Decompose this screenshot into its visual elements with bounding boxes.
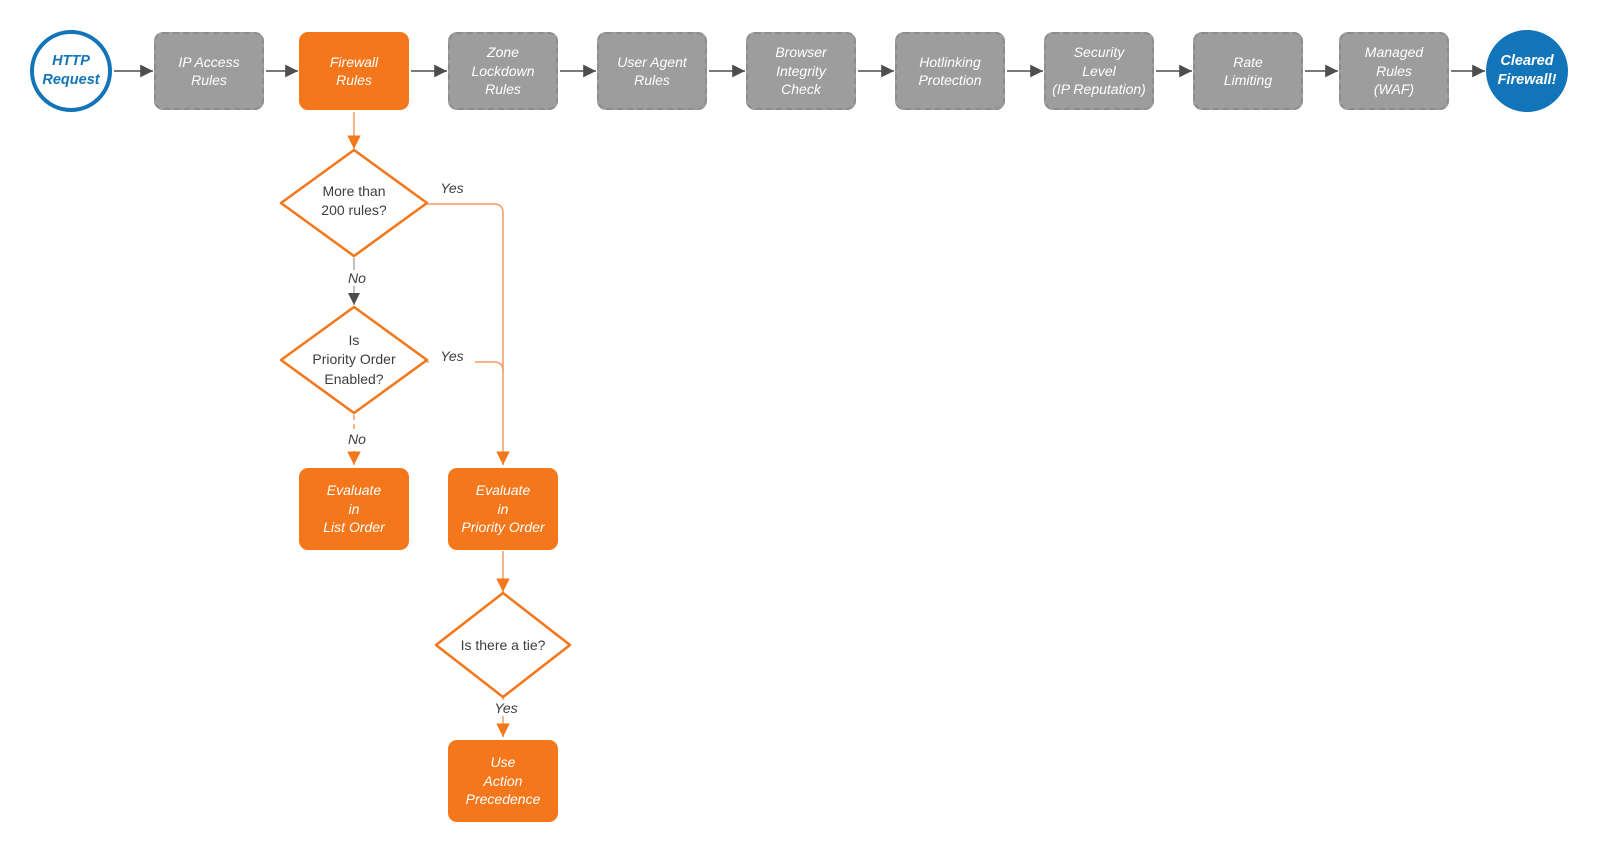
subflow-connectors [347, 112, 510, 737]
node-firewall-rules: Firewall Rules [299, 32, 409, 110]
decision-priority-order-shape [279, 305, 429, 415]
node-zone-lockdown-rules: Zone Lockdown Rules [448, 32, 558, 110]
node-evaluate-list-order-label: Evaluate in List Order [323, 482, 385, 536]
node-cleared-firewall: Cleared Firewall! [1486, 30, 1568, 112]
decision-rules-count-yes-label: Yes [440, 180, 464, 196]
node-ip-access-rules: IP Access Rules [154, 32, 264, 110]
node-ip-access-rules-label: IP Access Rules [178, 53, 240, 88]
node-rate-limiting: Rate Limiting [1193, 32, 1303, 110]
node-hotlinking-protection-label: Hotlinking Protection [918, 53, 982, 88]
decision-tie-shape [434, 591, 572, 699]
node-security-level: Security Level (IP Reputation) [1044, 32, 1154, 110]
edge-decision2-yes [427, 361, 504, 372]
node-rate-limiting-label: Rate Limiting [1223, 53, 1273, 88]
node-http-request-label: HTTP Request [42, 53, 100, 88]
node-zone-lockdown-rules-label: Zone Lockdown Rules [471, 44, 535, 98]
node-firewall-rules-label: Firewall Rules [329, 53, 379, 88]
decision-tie-yes-label: Yes [481, 700, 531, 716]
node-http-request: HTTP Request [30, 30, 112, 112]
node-evaluate-list-order: Evaluate in List Order [299, 468, 409, 550]
decision-priority-order-yes-label: Yes [429, 348, 475, 364]
node-evaluate-priority-order: Evaluate in Priority Order [448, 468, 558, 550]
node-user-agent-rules: User Agent Rules [597, 32, 707, 110]
edge-decision1-yes [427, 203, 510, 465]
node-cleared-firewall-label: Cleared Firewall! [1497, 53, 1557, 88]
node-user-agent-rules-label: User Agent Rules [617, 53, 687, 88]
node-hotlinking-protection: Hotlinking Protection [895, 32, 1005, 110]
decision-priority-order-question: Is Priority Order Enabled? [312, 332, 396, 387]
decision-rules-count-question: More than 200 rules? [321, 183, 387, 219]
decision-priority-order-no-label: No [333, 431, 381, 447]
decision-tie-question: Is there a tie? [460, 637, 546, 653]
node-security-level-label: Security Level (IP Reputation) [1052, 44, 1146, 98]
decision-rules-count-shape [279, 148, 429, 258]
node-use-action-precedence-label: Use Action Precedence [465, 754, 541, 808]
node-use-action-precedence: Use Action Precedence [448, 740, 558, 822]
decision-diamonds [279, 148, 572, 699]
node-managed-rules-waf: Managed Rules (WAF) [1339, 32, 1449, 110]
node-browser-integrity-check-label: Browser Integrity Check [775, 44, 827, 98]
decision-rules-count-no-label: No [333, 270, 381, 286]
node-evaluate-priority-order-label: Evaluate in Priority Order [461, 482, 545, 536]
node-browser-integrity-check: Browser Integrity Check [746, 32, 856, 110]
node-managed-rules-waf-label: Managed Rules (WAF) [1364, 44, 1424, 98]
